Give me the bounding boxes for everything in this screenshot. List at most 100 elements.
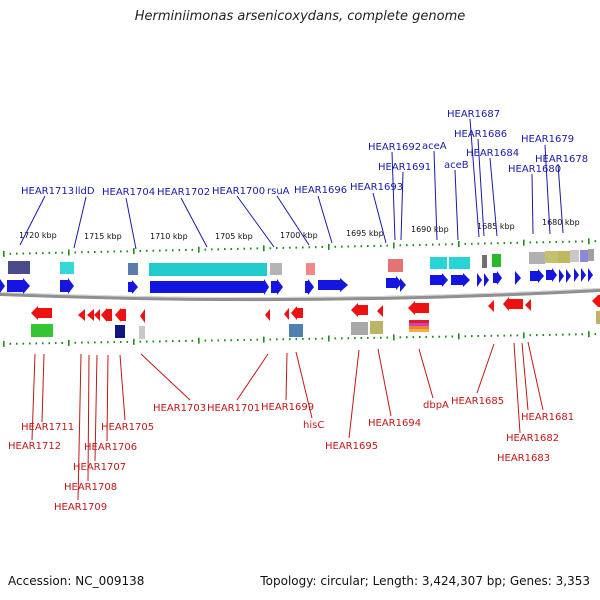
feature-block[interactable] bbox=[409, 323, 429, 326]
gene-label[interactable]: HEAR1691 bbox=[378, 162, 431, 173]
reverse-gene[interactable] bbox=[408, 301, 429, 315]
gene-label[interactable]: lldD bbox=[75, 186, 95, 197]
reverse-gene[interactable] bbox=[284, 308, 289, 320]
gene-label[interactable]: HEAR1709 bbox=[54, 502, 107, 513]
feature-block[interactable] bbox=[115, 325, 125, 338]
feature-block[interactable] bbox=[430, 257, 447, 269]
feature-block[interactable] bbox=[370, 321, 383, 334]
feature-block[interactable] bbox=[580, 250, 588, 262]
gene-label[interactable]: HEAR1705 bbox=[101, 422, 154, 433]
gene-label[interactable]: dbpA bbox=[423, 400, 449, 411]
gene-label[interactable]: HEAR1696 bbox=[294, 185, 347, 196]
gene-label[interactable]: HEAR1682 bbox=[506, 433, 559, 444]
gene-label[interactable]: HEAR1708 bbox=[64, 482, 117, 493]
gene-label[interactable]: HEAR1694 bbox=[368, 418, 421, 429]
gene-label[interactable]: HEAR1679 bbox=[521, 134, 574, 145]
feature-block[interactable] bbox=[409, 326, 429, 329]
reverse-gene[interactable] bbox=[377, 305, 383, 317]
forward-gene[interactable] bbox=[7, 278, 30, 294]
reverse-gene[interactable] bbox=[525, 299, 531, 311]
gene-label[interactable]: HEAR1713 bbox=[21, 186, 74, 197]
feature-block[interactable] bbox=[409, 329, 429, 332]
feature-block[interactable] bbox=[529, 252, 545, 264]
reverse-gene[interactable] bbox=[488, 300, 494, 312]
forward-gene[interactable] bbox=[451, 273, 470, 287]
forward-gene[interactable] bbox=[128, 280, 138, 294]
gene-label[interactable]: HEAR1692 bbox=[368, 142, 421, 153]
feature-block[interactable] bbox=[8, 261, 30, 274]
feature-block[interactable] bbox=[351, 322, 368, 335]
forward-gene[interactable] bbox=[530, 269, 544, 283]
forward-gene[interactable] bbox=[493, 271, 502, 285]
gene-label[interactable]: HEAR1686 bbox=[454, 129, 507, 140]
feature-block[interactable] bbox=[545, 251, 558, 263]
reverse-gene[interactable] bbox=[265, 309, 270, 321]
forward-gene[interactable] bbox=[484, 273, 489, 287]
forward-gene[interactable] bbox=[0, 279, 5, 293]
feature-block[interactable] bbox=[588, 249, 594, 261]
forward-gene[interactable] bbox=[546, 268, 557, 282]
feature-block[interactable] bbox=[270, 263, 282, 275]
forward-gene[interactable] bbox=[150, 279, 269, 295]
forward-gene[interactable] bbox=[566, 269, 571, 283]
gene-label[interactable]: HEAR1700 bbox=[212, 186, 265, 197]
gene-label[interactable]: HEAR1711 bbox=[21, 422, 74, 433]
forward-gene[interactable] bbox=[318, 278, 348, 292]
reverse-gene[interactable] bbox=[115, 308, 126, 322]
feature-block[interactable] bbox=[128, 263, 138, 275]
gene-label[interactable]: HEAR1680 bbox=[508, 164, 561, 175]
forward-gene[interactable] bbox=[305, 279, 314, 295]
gene-label[interactable]: HEAR1706 bbox=[84, 442, 137, 453]
feature-block[interactable] bbox=[596, 311, 600, 324]
feature-block[interactable] bbox=[570, 250, 579, 262]
reverse-gene[interactable] bbox=[78, 309, 85, 321]
feature-block[interactable] bbox=[558, 251, 570, 263]
reverse-gene[interactable] bbox=[351, 303, 368, 317]
forward-gene[interactable] bbox=[271, 279, 283, 295]
forward-gene[interactable] bbox=[60, 278, 74, 294]
gene-label[interactable]: HEAR1699 bbox=[261, 402, 314, 413]
reverse-gene[interactable] bbox=[592, 295, 600, 307]
gene-label[interactable]: HEAR1707 bbox=[73, 462, 126, 473]
feature-block[interactable] bbox=[149, 263, 267, 276]
forward-gene[interactable] bbox=[386, 276, 402, 290]
feature-block[interactable] bbox=[388, 259, 403, 272]
gene-label[interactable]: HEAR1702 bbox=[157, 187, 210, 198]
gene-label[interactable]: HEAR1693 bbox=[350, 182, 403, 193]
gene-label[interactable]: rsuA bbox=[267, 186, 290, 197]
gene-label[interactable]: HEAR1678 bbox=[535, 154, 588, 165]
gene-label[interactable]: HEAR1704 bbox=[102, 187, 155, 198]
reverse-gene[interactable] bbox=[94, 309, 100, 321]
gene-label[interactable]: hisC bbox=[303, 420, 324, 431]
reverse-gene[interactable] bbox=[140, 309, 145, 323]
gene-label[interactable]: HEAR1681 bbox=[521, 412, 574, 423]
forward-gene[interactable] bbox=[581, 268, 586, 282]
forward-gene[interactable] bbox=[477, 273, 482, 287]
gene-label[interactable]: HEAR1701 bbox=[207, 403, 260, 414]
feature-block[interactable] bbox=[289, 324, 303, 337]
gene-label[interactable]: HEAR1683 bbox=[497, 453, 550, 464]
feature-block[interactable] bbox=[492, 254, 501, 267]
gene-label[interactable]: aceA bbox=[422, 141, 447, 152]
reverse-gene[interactable] bbox=[101, 308, 112, 322]
reverse-gene[interactable] bbox=[31, 306, 52, 320]
feature-block[interactable] bbox=[139, 326, 145, 339]
gene-label[interactable]: HEAR1687 bbox=[447, 109, 500, 120]
feature-block[interactable] bbox=[60, 262, 74, 274]
gene-label[interactable]: aceB bbox=[444, 160, 469, 171]
gene-label[interactable]: HEAR1703 bbox=[153, 403, 206, 414]
forward-gene[interactable] bbox=[559, 269, 564, 283]
reverse-gene[interactable] bbox=[291, 306, 303, 320]
forward-gene[interactable] bbox=[588, 268, 593, 282]
forward-gene[interactable] bbox=[515, 271, 521, 285]
gene-label[interactable]: HEAR1712 bbox=[8, 441, 61, 452]
gene-label[interactable]: HEAR1684 bbox=[466, 148, 519, 159]
feature-block[interactable] bbox=[409, 320, 429, 323]
feature-block[interactable] bbox=[449, 257, 470, 269]
feature-block[interactable] bbox=[306, 263, 315, 275]
feature-block[interactable] bbox=[482, 255, 487, 268]
reverse-gene[interactable] bbox=[503, 297, 523, 311]
forward-gene[interactable] bbox=[574, 268, 579, 282]
reverse-gene[interactable] bbox=[87, 309, 94, 321]
